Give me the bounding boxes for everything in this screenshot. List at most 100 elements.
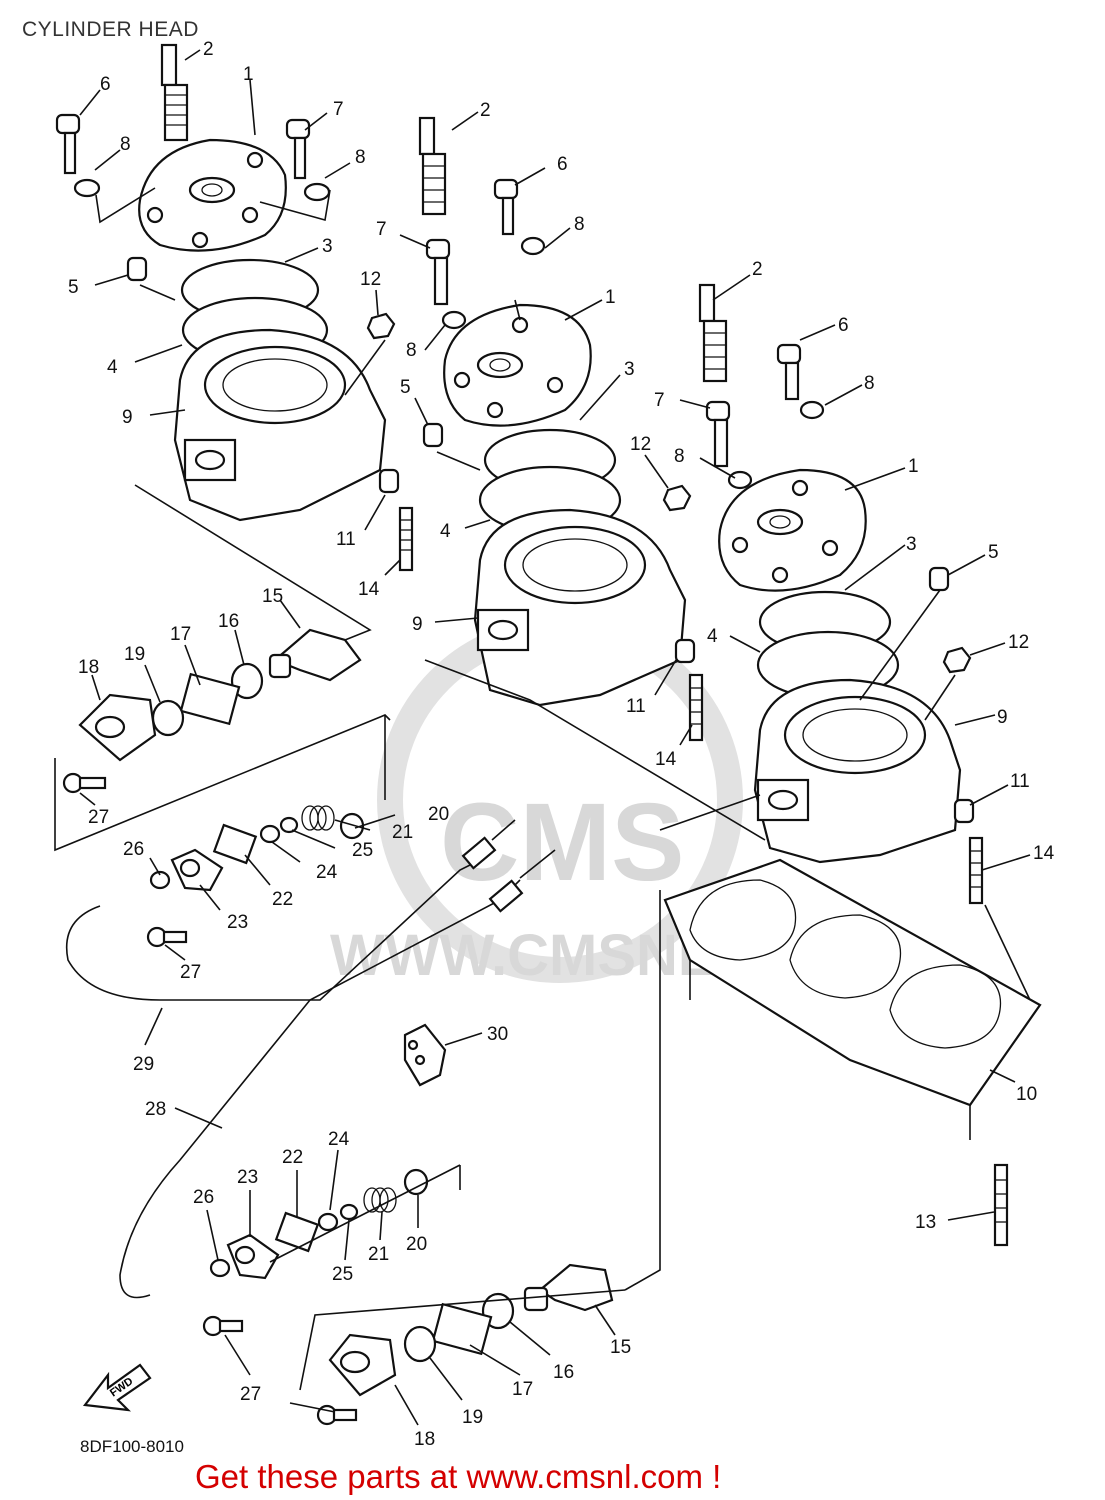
cylinder-9-right[interactable]: [753, 678, 962, 864]
cable-29[interactable]: [66, 819, 516, 1001]
callout-c65: 13: [915, 1212, 936, 1233]
callout-c24: 4: [440, 521, 451, 542]
callout-c26: 11: [626, 696, 646, 717]
cap-20-lower[interactable]: [403, 1168, 429, 1196]
callout-c15: 6: [557, 154, 568, 175]
bearing-19-upper[interactable]: [151, 699, 185, 737]
callout-c71: 18: [414, 1429, 435, 1450]
spark-plug-left[interactable]: [160, 43, 189, 142]
dowel-11-middle[interactable]: [674, 638, 696, 664]
screw-27-middle[interactable]: [146, 926, 188, 948]
callout-c59: 22: [282, 1147, 303, 1168]
stud-14-right[interactable]: [968, 836, 984, 905]
lever-23-lower[interactable]: [226, 1233, 280, 1280]
callout-c56: 10: [1016, 1084, 1037, 1105]
callout-c66: 15: [610, 1337, 631, 1358]
callout-c16: 7: [376, 219, 387, 240]
callout-c47: 21: [392, 822, 413, 843]
washer-24-upper[interactable]: [259, 824, 281, 844]
spark-plug-right[interactable]: [698, 283, 728, 383]
gasket-22-lower[interactable]: [274, 1211, 320, 1253]
screw-27-lower-a[interactable]: [202, 1315, 244, 1337]
bolt-7-left[interactable]: [285, 118, 311, 180]
callout-c3: 6: [100, 74, 111, 95]
callout-c67: 16: [553, 1362, 574, 1383]
dowel-5-left[interactable]: [126, 256, 148, 282]
dowel-5-right[interactable]: [928, 566, 950, 592]
bolt-6-middle[interactable]: [493, 178, 519, 236]
cylinder-9-left[interactable]: [173, 328, 387, 522]
housing-18-upper[interactable]: [78, 693, 157, 762]
cable-28[interactable]: [119, 849, 556, 1299]
nut-12-right[interactable]: [942, 646, 972, 674]
lever-23-upper[interactable]: [170, 848, 224, 892]
cylinder-9-middle[interactable]: [473, 508, 687, 707]
nut-12-left[interactable]: [366, 312, 396, 340]
callout-c21: 3: [624, 359, 635, 380]
callout-c8: 3: [322, 236, 333, 257]
watermark-logo: CMS: [440, 781, 684, 904]
callout-labels: 2 1 6 8 7 8 5 3 4 12 9 11 14 2 6 7 8 1 8…: [68, 39, 1055, 1450]
callout-c7: 5: [68, 277, 79, 298]
stud-14-left[interactable]: [398, 506, 414, 572]
lower-link-group: [202, 1164, 461, 1337]
gasket-22-upper[interactable]: [212, 823, 258, 865]
bolt-6-left[interactable]: [55, 113, 81, 175]
cylinder-base-gasket-10[interactable]: [663, 858, 1042, 1140]
washer-26-lower[interactable]: [209, 1258, 231, 1278]
washer-8-right-b[interactable]: [727, 470, 753, 490]
callout-c28: 2: [752, 259, 763, 280]
promo-link[interactable]: Get these parts at www.cmsnl.com !: [195, 1458, 721, 1495]
washer-8-right-a[interactable]: [799, 400, 825, 420]
bolt-7-middle[interactable]: [425, 238, 451, 306]
callout-c63: 21: [368, 1244, 389, 1265]
callout-c62: 20: [406, 1234, 427, 1255]
housing-18-lower[interactable]: [328, 1333, 397, 1397]
drawing-code: 8DF100-8010: [80, 1437, 184, 1456]
washer-8-left-b[interactable]: [303, 182, 331, 202]
washer-26-upper[interactable]: [149, 870, 171, 890]
spring-21-upper[interactable]: [301, 805, 335, 831]
cylinder-head-middle[interactable]: [443, 303, 592, 427]
bearing-19-lower[interactable]: [403, 1325, 437, 1363]
cable-clamp-30[interactable]: [403, 1023, 447, 1087]
callout-c43: 19: [124, 644, 145, 665]
callout-c33: 3: [906, 534, 917, 555]
dowel-5-middle[interactable]: [422, 422, 444, 448]
washer-25-lower[interactable]: [339, 1203, 359, 1221]
callout-c31: 8: [864, 373, 875, 394]
screw-27-lower-b[interactable]: [316, 1404, 358, 1426]
callout-c54: 29: [133, 1054, 154, 1075]
cylinder-assembly-right: [624, 283, 1031, 1291]
stud-13[interactable]: [993, 1163, 1009, 1247]
spark-plug-middle[interactable]: [418, 116, 447, 216]
dowel-11-left[interactable]: [378, 468, 400, 494]
dowel-11-right[interactable]: [953, 798, 975, 824]
washer-8-middle-b[interactable]: [441, 310, 467, 330]
valve-15-lower[interactable]: [523, 1263, 614, 1312]
callout-c17: 8: [574, 214, 585, 235]
callout-c42: 17: [170, 624, 191, 645]
stud-14-middle[interactable]: [688, 673, 704, 742]
callout-c35: 4: [707, 626, 718, 647]
callout-c23: 8: [674, 446, 685, 467]
washer-8-middle-a[interactable]: [520, 236, 546, 256]
spring-21-lower[interactable]: [363, 1187, 397, 1213]
gasket-17-lower[interactable]: [431, 1302, 493, 1356]
callout-c55: 30: [487, 1024, 508, 1045]
callout-c41: 16: [218, 611, 239, 632]
washer-8-left-a[interactable]: [73, 178, 101, 198]
washer-24-lower[interactable]: [317, 1212, 339, 1232]
gasket-17-upper[interactable]: [179, 672, 241, 726]
washer-25-upper[interactable]: [279, 816, 299, 834]
valve-15-upper[interactable]: [268, 628, 362, 682]
cylinder-head-left[interactable]: [138, 138, 287, 252]
cylinder-head-right[interactable]: [718, 468, 867, 592]
screw-27-upper[interactable]: [62, 772, 107, 794]
callout-c40: 15: [262, 586, 283, 607]
bolt-6-right[interactable]: [776, 343, 802, 401]
bolt-7-right[interactable]: [705, 400, 731, 468]
callout-c52: 23: [227, 912, 248, 933]
nut-12-middle[interactable]: [662, 484, 692, 512]
